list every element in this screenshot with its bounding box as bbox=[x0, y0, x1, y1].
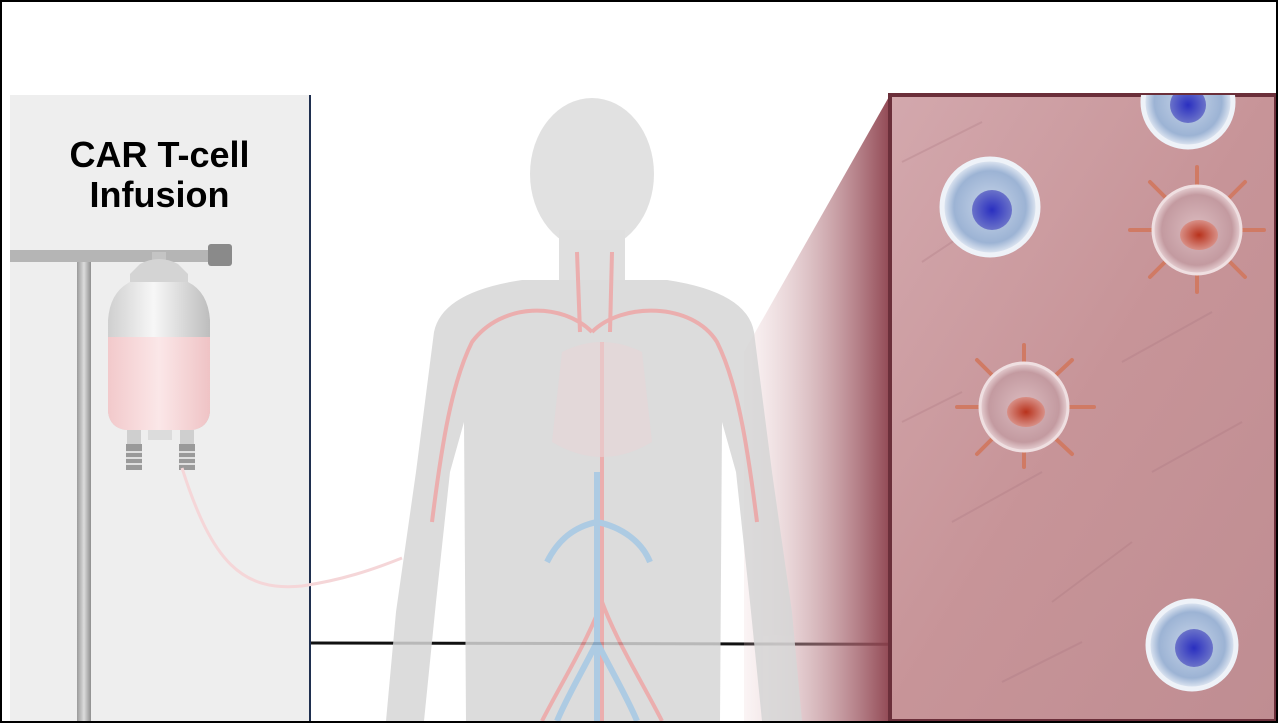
infusion-bag-icon bbox=[108, 252, 210, 470]
iv-tube-icon bbox=[182, 468, 402, 587]
human-body-silhouette-icon bbox=[386, 98, 802, 721]
t-cell-icon bbox=[942, 159, 1038, 255]
t-cell-icon bbox=[1143, 57, 1233, 147]
t-cell-icon bbox=[1148, 601, 1236, 689]
